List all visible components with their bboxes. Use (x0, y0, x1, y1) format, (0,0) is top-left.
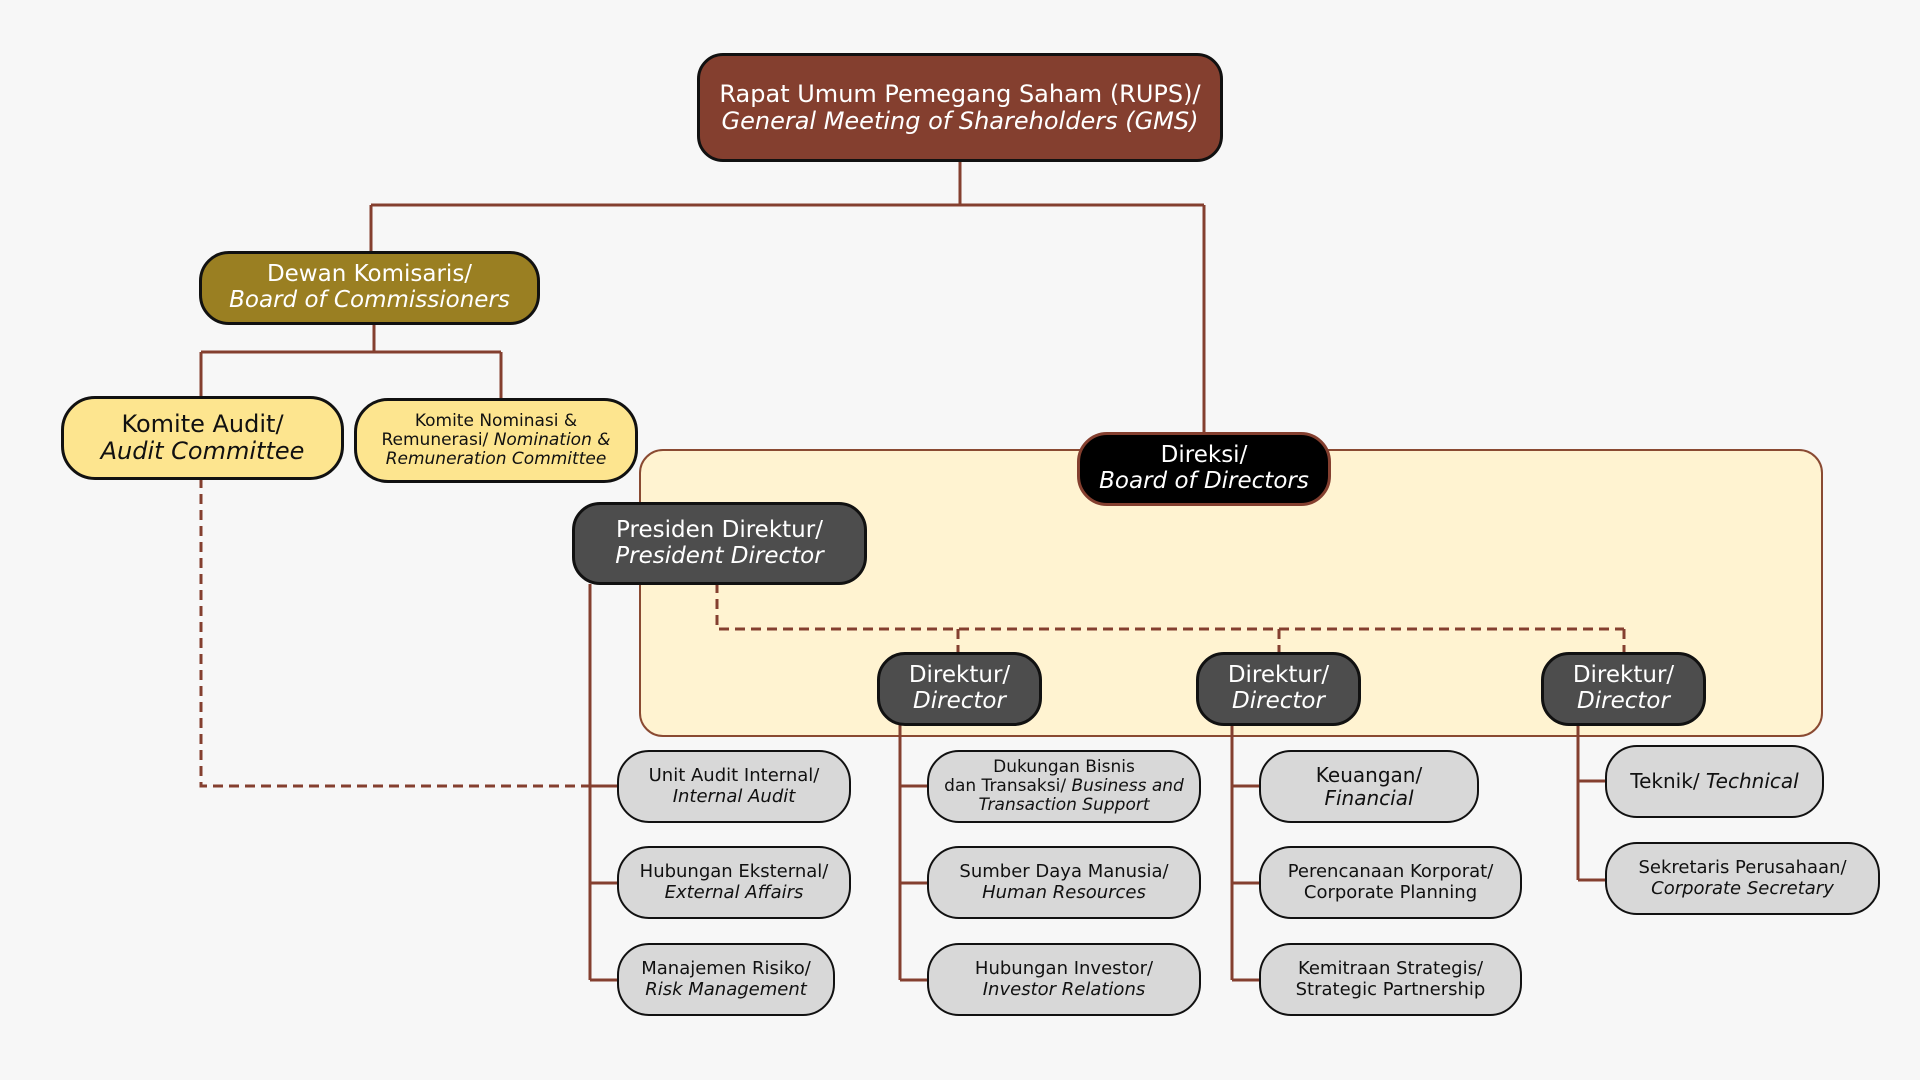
bod-label-en: Board of Directors (1099, 468, 1309, 494)
external-affairs-label-en: External Affairs (664, 881, 804, 903)
business-support-line2-en: Business and (1071, 775, 1184, 796)
human-resources-node: Sumber Daya Manusia/ Human Resources (927, 846, 1201, 919)
bod-label-id: Direksi/ (1160, 442, 1248, 469)
nomination-committee-node: Komite Nominasi & Remunerasi/ Nomination… (354, 398, 638, 483)
technical-node: Teknik/ Technical (1605, 745, 1824, 818)
risk-management-node: Manajemen Risiko/ Risk Management (617, 943, 835, 1016)
business-support-line2: dan Transaksi/ Business and (944, 775, 1184, 796)
internal-audit-label-en: Internal Audit (672, 785, 796, 807)
external-affairs-node: Hubungan Eksternal/ External Affairs (617, 846, 851, 919)
corporate-secretary-node: Sekretaris Perusahaan/ Corporate Secreta… (1605, 842, 1880, 915)
technical-label: Teknik/ Technical (1630, 770, 1798, 792)
investor-relations-node: Hubungan Investor/ Investor Relations (927, 943, 1201, 1016)
corporate-planning-label-en: Corporate Planning (1303, 881, 1478, 903)
director-2-label-en: Director (1232, 688, 1325, 714)
audit-committee-label-en: Audit Committee (100, 437, 305, 465)
business-support-line1: Dukungan Bisnis (993, 756, 1135, 777)
corporate-secretary-label-id: Sekretaris Perusahaan/ (1638, 857, 1847, 879)
technical-label-en: Technical (1705, 769, 1799, 794)
investor-relations-label-id: Hubungan Investor/ (974, 958, 1154, 980)
nomination-committee-line2-id: Remunerasi/ (381, 429, 494, 450)
director-2-label-id: Direktur/ (1227, 662, 1330, 689)
financial-node: Keuangan/ Financial (1259, 750, 1479, 823)
corporate-planning-label-id: Perencanaan Korporat/ (1287, 861, 1494, 883)
corporate-secretary-label-en: Corporate Secretary (1651, 877, 1834, 899)
director-1-label-en: Director (913, 688, 1006, 714)
boc-label-en: Board of Commissioners (229, 287, 510, 313)
nomination-committee-line2: Remunerasi/ Nomination & (381, 429, 611, 450)
audit-committee-label-id: Komite Audit/ (121, 410, 284, 439)
gms-node: Rapat Umum Pemegang Saham (RUPS)/ Genera… (697, 53, 1223, 162)
business-support-line3: Transaction Support (978, 795, 1150, 816)
business-support-line2-id: dan Transaksi/ (944, 775, 1072, 796)
director-node-1: Direktur/ Director (877, 652, 1042, 726)
gms-label-id: Rapat Umum Pemegang Saham (RUPS)/ (719, 79, 1201, 108)
technical-label-id: Teknik/ (1630, 769, 1706, 794)
president-director-node: Presiden Direktur/ President Director (572, 502, 867, 585)
financial-label-en: Financial (1324, 785, 1414, 810)
investor-relations-label-en: Investor Relations (982, 978, 1146, 1000)
gms-label-en: General Meeting of Shareholders (GMS) (721, 106, 1199, 135)
human-resources-label-id: Sumber Daya Manusia/ (959, 861, 1169, 883)
board-of-directors-node: Direksi/ Board of Directors (1077, 432, 1331, 506)
internal-audit-label-id: Unit Audit Internal/ (648, 765, 820, 787)
boc-label-id: Dewan Komisaris/ (266, 261, 473, 288)
director-3-label-en: Director (1577, 688, 1670, 714)
audit-committee-node: Komite Audit/ Audit Committee (61, 396, 344, 480)
nomination-committee-line3: Remuneration Committee (385, 449, 607, 470)
risk-management-label-en: Risk Management (645, 978, 807, 1000)
director-1-label-id: Direktur/ (908, 662, 1011, 689)
human-resources-label-en: Human Resources (982, 881, 1146, 903)
strategic-partnership-label-en: Strategic Partnership (1295, 978, 1486, 1000)
nomination-committee-line1: Komite Nominasi & (414, 410, 578, 431)
director-node-2: Direktur/ Director (1196, 652, 1361, 726)
director-3-label-id: Direktur/ (1572, 662, 1675, 689)
president-director-label-en: President Director (615, 542, 824, 569)
business-support-node: Dukungan Bisnis dan Transaksi/ Business … (927, 750, 1201, 823)
board-of-commissioners-node: Dewan Komisaris/ Board of Commissioners (199, 251, 540, 325)
corporate-planning-node: Perencanaan Korporat/ Corporate Planning (1259, 846, 1522, 919)
strategic-partnership-node: Kemitraan Strategis/ Strategic Partnersh… (1259, 943, 1522, 1016)
president-director-label-id: Presiden Direktur/ (616, 516, 823, 543)
internal-audit-node: Unit Audit Internal/ Internal Audit (617, 750, 851, 823)
strategic-partnership-label-id: Kemitraan Strategis/ (1297, 958, 1484, 980)
financial-label-id: Keuangan/ (1315, 763, 1423, 788)
external-affairs-label-id: Hubungan Eksternal/ (639, 861, 829, 883)
director-node-3: Direktur/ Director (1541, 652, 1706, 726)
risk-management-label-id: Manajemen Risiko/ (641, 958, 811, 980)
nomination-committee-line2-en: Nomination & (493, 429, 611, 450)
